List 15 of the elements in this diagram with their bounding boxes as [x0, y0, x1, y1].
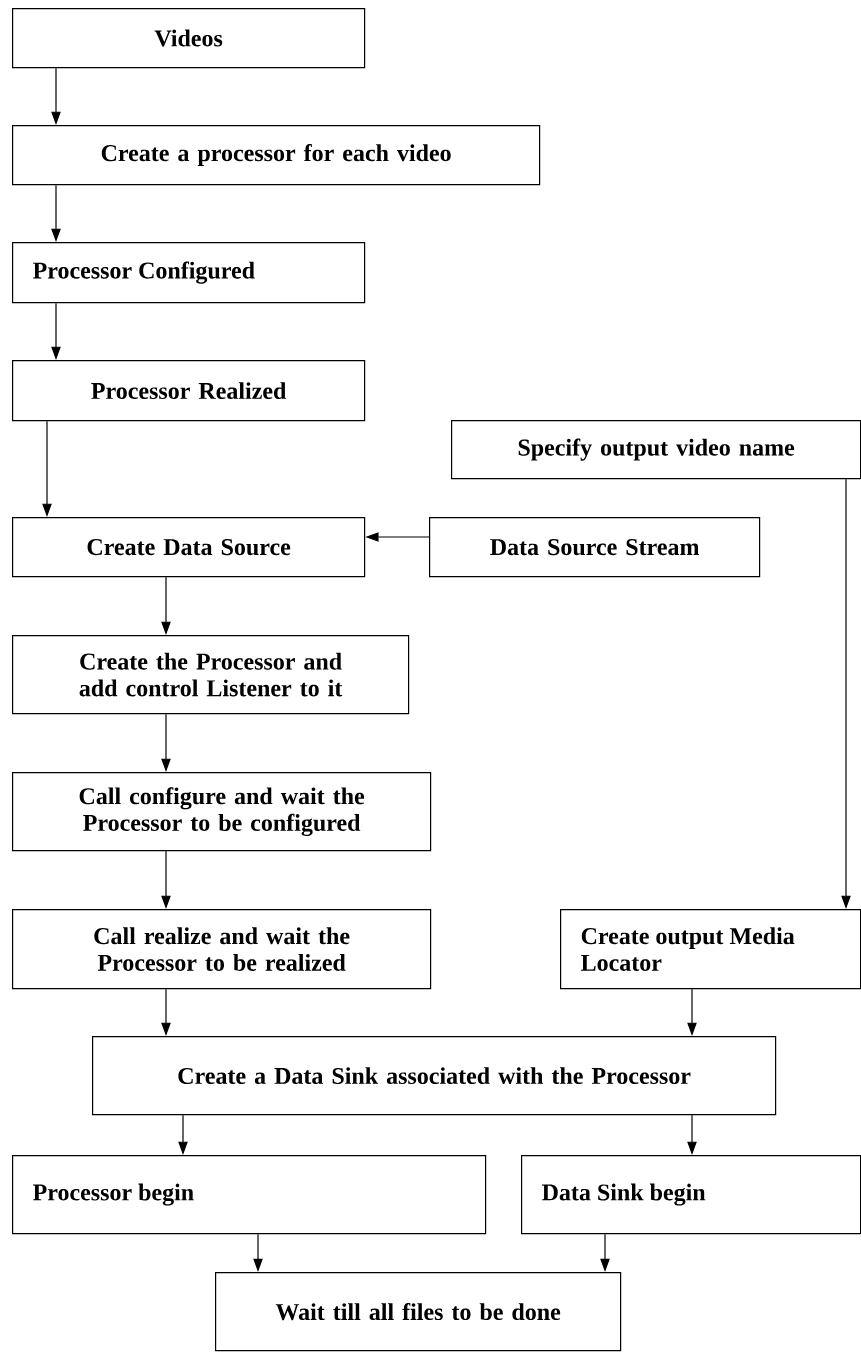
- process-box: Create Data Source: [12, 517, 366, 578]
- process-box: Data Source Stream: [429, 517, 761, 578]
- process-box: Create the Processor and add control Listener to it: [12, 635, 410, 715]
- process-box: Create a processor for each video: [12, 125, 541, 186]
- process-box: Processor Configured: [12, 242, 366, 304]
- process-box: Videos: [12, 8, 366, 69]
- process-box: Call realize and wait the Processor to be realized: [12, 909, 432, 990]
- process-box: Data Sink begin: [521, 1155, 861, 1235]
- process-box: Processor begin: [12, 1155, 487, 1235]
- process-box: Specify output video name: [451, 420, 861, 480]
- process-box: Create a Data Sink associated with the Processor: [92, 1036, 777, 1116]
- process-box: Call configure and wait the Processor to be configured: [12, 772, 432, 852]
- process-box: Wait till all files to be done: [215, 1272, 622, 1352]
- process-box: Create output Media Locator: [560, 909, 861, 990]
- process-box: Processor Realized: [12, 360, 366, 422]
